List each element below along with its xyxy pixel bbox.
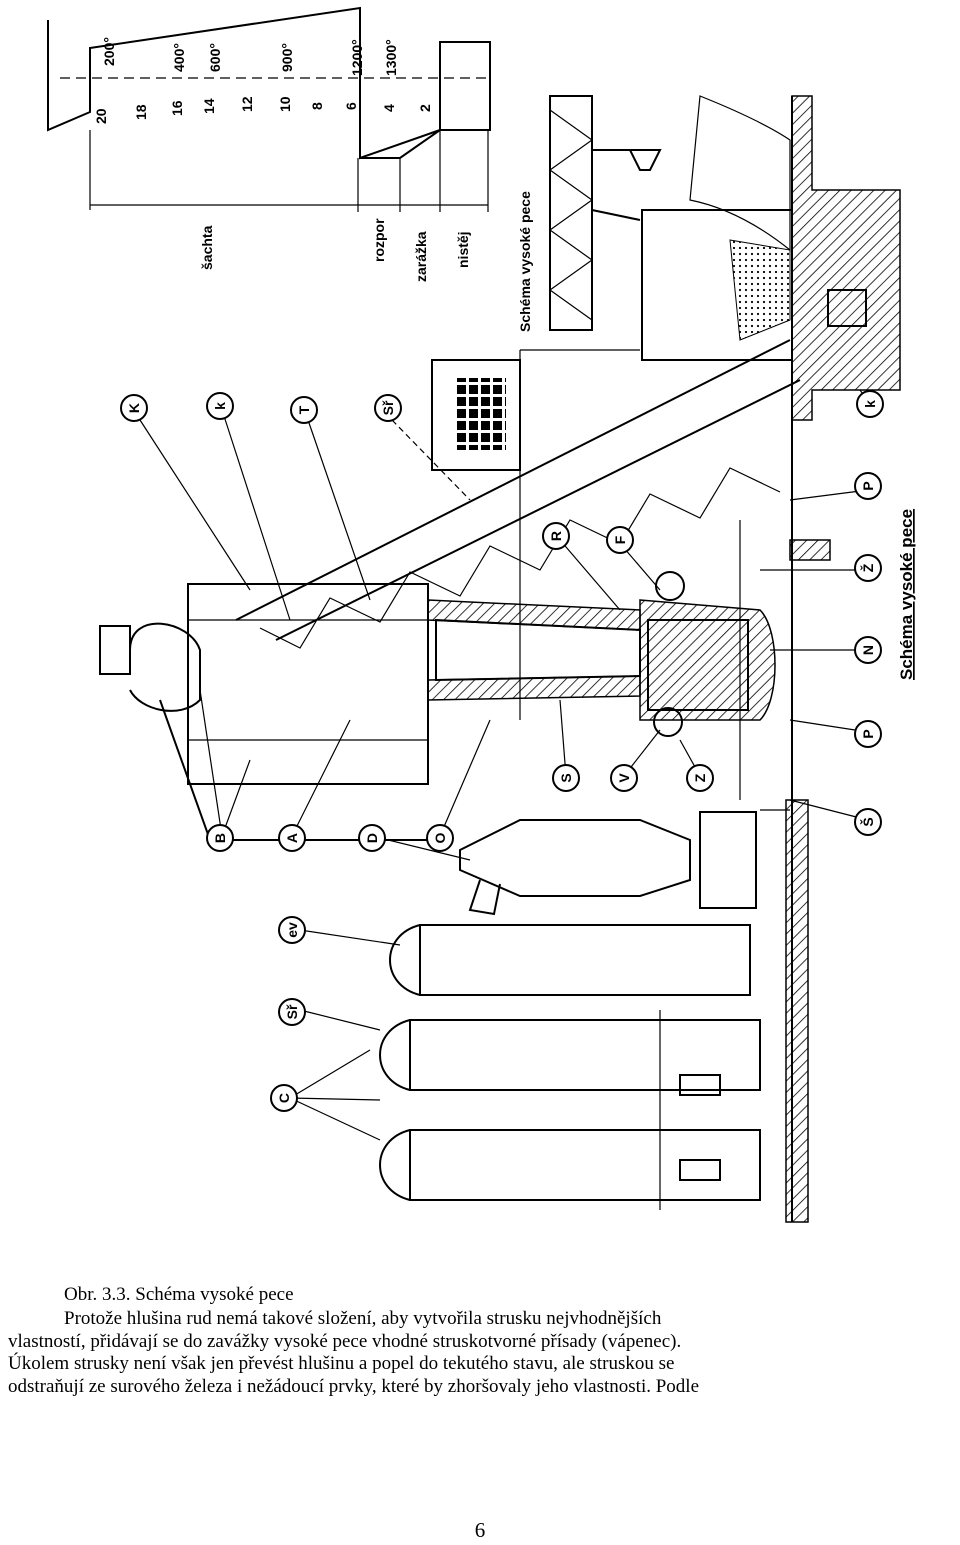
svg-text:V: V [616,773,632,783]
zone-labels: šachta rozpor zarážka nistěj [199,218,471,282]
svg-text:Ž: Ž [859,563,876,572]
part-label: A [278,824,306,852]
part-label: ev [278,916,306,944]
svg-text:Sř: Sř [284,1004,300,1019]
svg-text:T: T [296,405,312,414]
svg-text:S: S [558,773,574,782]
scale-number: 16 [169,100,185,116]
svg-text:N: N [860,645,876,655]
blast-furnace-figure: 20 18 16 14 12 10 8 6 4 2 200° 400° 600°… [47,6,916,1223]
scale-number: 20 [93,108,109,124]
zone-label-sachta: šachta [199,225,215,270]
part-label: D [358,824,386,852]
svg-text:C: C [276,1093,292,1103]
part-label: P [854,720,882,748]
scale-number: 2 [417,104,433,112]
svg-text:B: B [212,833,228,843]
inset-title: Schéma vysoké pece [517,191,533,332]
scale-number: 12 [239,96,255,112]
ore-bunker [641,95,867,361]
part-label: Š [854,808,882,836]
part-label: O [426,824,454,852]
top-bin-grid [456,378,506,450]
svg-text:D: D [364,833,380,843]
svg-text:F: F [612,535,628,544]
temperature-label: 600° [207,43,223,72]
svg-text:P: P [860,481,876,490]
paragraph-line: Úkolem strusky není však jen převést hlu… [8,1353,675,1374]
scale-number: 8 [309,102,325,110]
scale-numbers: 20 18 16 14 12 10 8 6 4 2 [93,96,433,124]
zone-label-nistej: nistěj [455,231,471,268]
svg-text:O: O [432,832,448,843]
svg-text:Š: Š [859,817,876,826]
paragraph-line: vlastností, přidávají se do zavážky vyso… [8,1330,682,1352]
svg-text:k: k [862,400,878,408]
part-label: B [206,824,234,852]
temperature-label: 900° [279,43,295,72]
part-labels: K k T Sř R F P Ž N P Š Z V S O D A B ev … [120,390,884,1112]
part-label: N [854,636,882,664]
hot-blast-stoves [379,924,761,1210]
svg-text:ev: ev [284,922,300,938]
part-label: F [606,526,634,554]
paragraph-line: Protože hlušina rud nemá takové složení,… [64,1308,662,1329]
part-label: R [542,522,570,550]
temperature-label: 400° [171,43,187,72]
inset-crane [548,95,662,331]
part-label: V [610,764,638,792]
skip-bridge [235,339,801,720]
scale-number: 6 [343,102,359,110]
ground [760,95,901,1223]
part-label: P [854,472,882,500]
part-label: Z [686,764,714,792]
svg-text:P: P [860,729,876,738]
svg-text:A: A [284,833,300,843]
svg-text:K: K [126,403,142,413]
part-label: K [120,394,148,422]
body-paragraph: Protože hlušina rud nemá takové složení,… [8,1308,952,1398]
page-number: 6 [474,1518,486,1542]
zone-label-zarazka: zarážka [413,231,429,282]
zone-label-rozpor: rozpor [371,218,387,262]
temperature-labels: 200° 400° 600° 900° 1200° 1300° [101,37,399,76]
paragraph-line: odstraňují ze surového železa i nežádouc… [8,1375,700,1397]
scale-number: 4 [381,104,397,112]
part-label: C [270,1084,298,1112]
temperature-label: 1300° [383,39,399,76]
scale-number: 18 [133,104,149,120]
temperature-label: 200° [101,37,117,66]
dust-catcher [459,811,757,916]
figure-caption: Obr. 3.3. Schéma vysoké pece [64,1284,294,1305]
part-label: S [552,764,580,792]
scale-number: 10 [277,96,293,112]
svg-text:R: R [548,531,564,541]
svg-text:Sř: Sř [380,400,396,415]
furnace-body [427,520,776,800]
part-label: Ž [854,554,882,582]
svg-text:k: k [212,402,228,410]
scale-number: 14 [201,98,217,114]
furnace-profile: 20 18 16 14 12 10 8 6 4 2 200° 400° 600°… [47,6,491,282]
part-label: Sř [374,394,402,422]
part-label: T [290,396,318,424]
temperature-label: 1200° [349,39,365,76]
part-label: k [856,390,884,418]
top-bin [431,359,521,471]
figure-title: Schéma vysoké pece [897,509,916,680]
svg-text:Z: Z [692,773,708,782]
part-label: k [206,392,234,420]
furnace-top [99,583,430,841]
part-label: Sř [278,998,306,1026]
